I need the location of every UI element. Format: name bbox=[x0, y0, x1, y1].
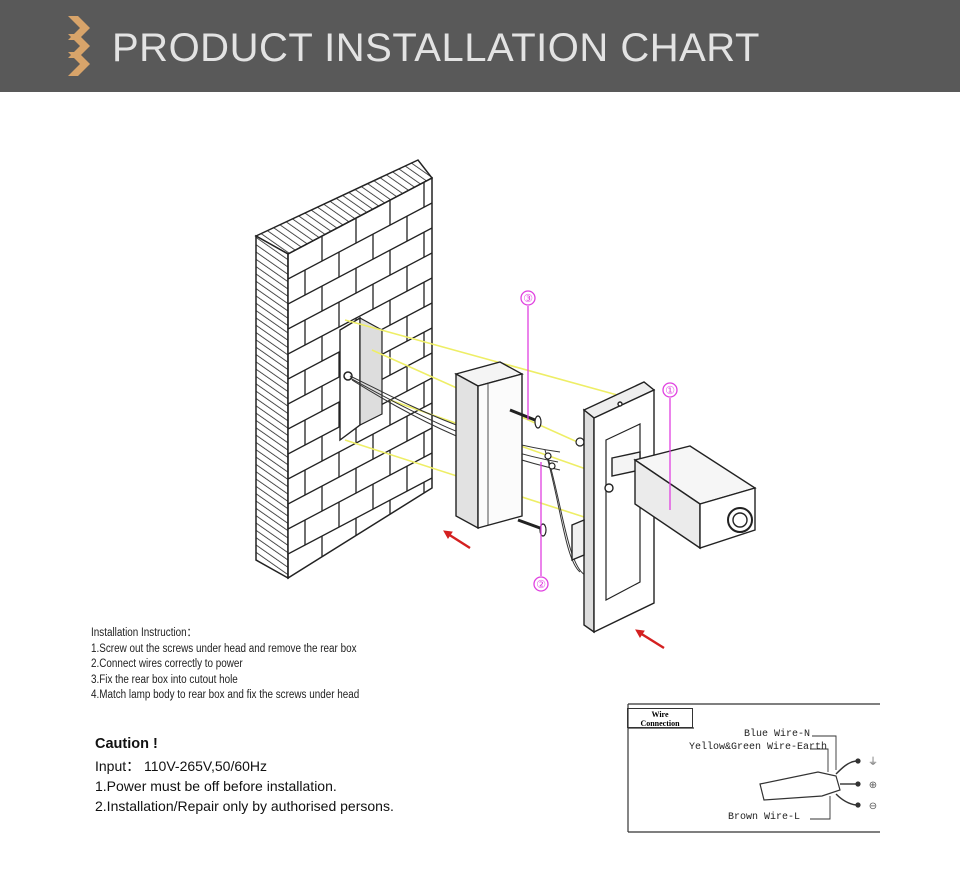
badge-line-1: Wire bbox=[651, 710, 669, 719]
wire-connection-panel bbox=[627, 703, 880, 833]
rear-box bbox=[454, 361, 524, 530]
caution-line: 1.Power must be off before installation. bbox=[95, 778, 337, 794]
instruction-step: 1.Screw out the screws under head and re… bbox=[91, 642, 357, 655]
header-bar: PRODUCT INSTALLATION CHART bbox=[0, 0, 960, 92]
installation-instructions: Installation Instruction： 1.Screw out th… bbox=[91, 626, 375, 704]
positive-symbol: ⊕ bbox=[869, 780, 877, 791]
installation-diagram: ③ ① ② ⏚ ⊕ ⊖ bbox=[254, 159, 880, 833]
yellow-green-wire-label: Yellow&Green Wire-Earth bbox=[689, 742, 828, 753]
callout-three: ③ bbox=[523, 292, 533, 305]
instruction-step: 2.Connect wires correctly to power bbox=[91, 658, 243, 670]
chevron-logo-icon bbox=[68, 16, 90, 76]
earth-symbol: ⏚ bbox=[868, 756, 878, 768]
badge-line-2: Connection bbox=[640, 719, 680, 728]
instruction-step: 4.Match lamp body to rear box and fix th… bbox=[91, 689, 360, 701]
negative-symbol: ⊖ bbox=[869, 801, 877, 812]
instructions-title: Installation Instruction： bbox=[91, 627, 197, 639]
callout-two: ② bbox=[536, 578, 546, 591]
instruction-step: 3.Fix the rear box into cutout hole bbox=[91, 673, 238, 686]
callout-one: ① bbox=[665, 384, 675, 397]
callout-lines bbox=[520, 290, 678, 592]
page-title: PRODUCT INSTALLATION CHART bbox=[112, 26, 760, 70]
brick-wall bbox=[254, 159, 434, 580]
direction-arrows bbox=[443, 530, 665, 650]
lamp-body bbox=[571, 381, 757, 634]
caution-title: Caution ! bbox=[95, 736, 158, 752]
brown-wire-label: Brown Wire-L bbox=[728, 812, 801, 823]
caution-line: 2.Installation/Repair only by authorised… bbox=[95, 798, 394, 814]
wire-connection-badge: Wire Connection bbox=[627, 708, 693, 728]
blue-wire-label: Blue Wire-N bbox=[744, 729, 811, 740]
caution-block: Caution ! Input： 110V-265V,50/60Hz 1.Pow… bbox=[95, 736, 394, 816]
caution-input: Input： 110V-265V,50/60Hz bbox=[95, 758, 268, 774]
